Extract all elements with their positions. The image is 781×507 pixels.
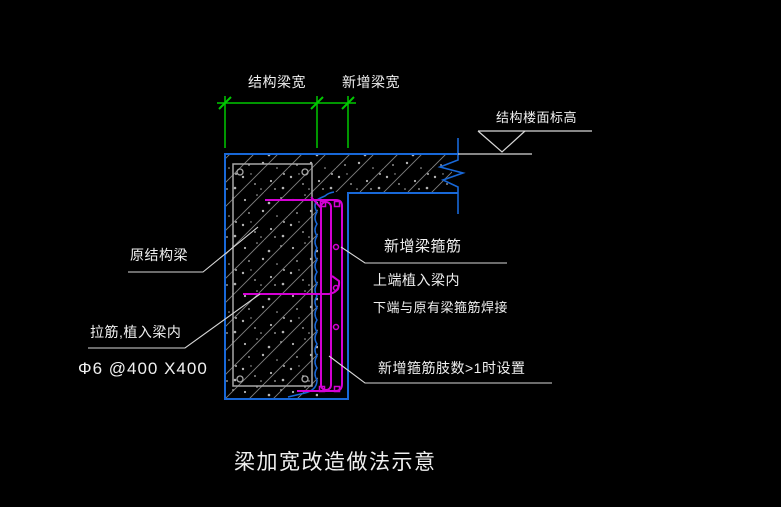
leader-original-beam — [128, 226, 259, 273]
beam-slab-outline — [224, 153, 458, 400]
new-stirrup-note-bottom: 下端与原有梁箍筋焊接 — [373, 300, 509, 315]
new-stirrup — [265, 199, 343, 392]
callout-extra-leg: 新增箍筋肢数>1时设置 — [378, 360, 526, 376]
leader-extra-leg — [328, 355, 552, 384]
width-dimension — [217, 96, 356, 148]
leader-tie-bar — [88, 293, 261, 349]
dimension-label-original-width: 结构梁宽 — [248, 74, 306, 90]
new-stirrup-note-top: 上端植入梁内 — [373, 272, 460, 288]
concrete-hatch-region — [226, 155, 452, 398]
dimension-label-added-width: 新增梁宽 — [342, 74, 400, 90]
callout-original-beam: 原结构梁 — [130, 247, 188, 263]
original-rebar-markers — [236, 168, 309, 383]
break-line — [437, 138, 466, 214]
elevation-label: 结构楼面标高 — [496, 110, 578, 125]
tie-bar-spec: Φ6 @400 X400 — [78, 359, 208, 378]
callout-new-stirrup: 新增梁箍筋 — [384, 238, 462, 255]
stirrup-hook-tick — [310, 196, 322, 209]
leader-lines — [88, 226, 552, 384]
drawing-title: 梁加宽改造做法示意 — [234, 451, 437, 474]
extra-stirrup-leg — [320, 201, 332, 391]
interface-roughened-line — [287, 191, 335, 398]
leader-new-stirrup — [340, 246, 507, 264]
callout-tie-bar: 拉筋,植入梁内 — [90, 324, 182, 340]
dimension-tick-marks — [218, 96, 355, 110]
elevation-marker-icon — [458, 130, 592, 155]
original-stirrup — [232, 163, 313, 387]
new-rebar-markers — [318, 200, 341, 393]
